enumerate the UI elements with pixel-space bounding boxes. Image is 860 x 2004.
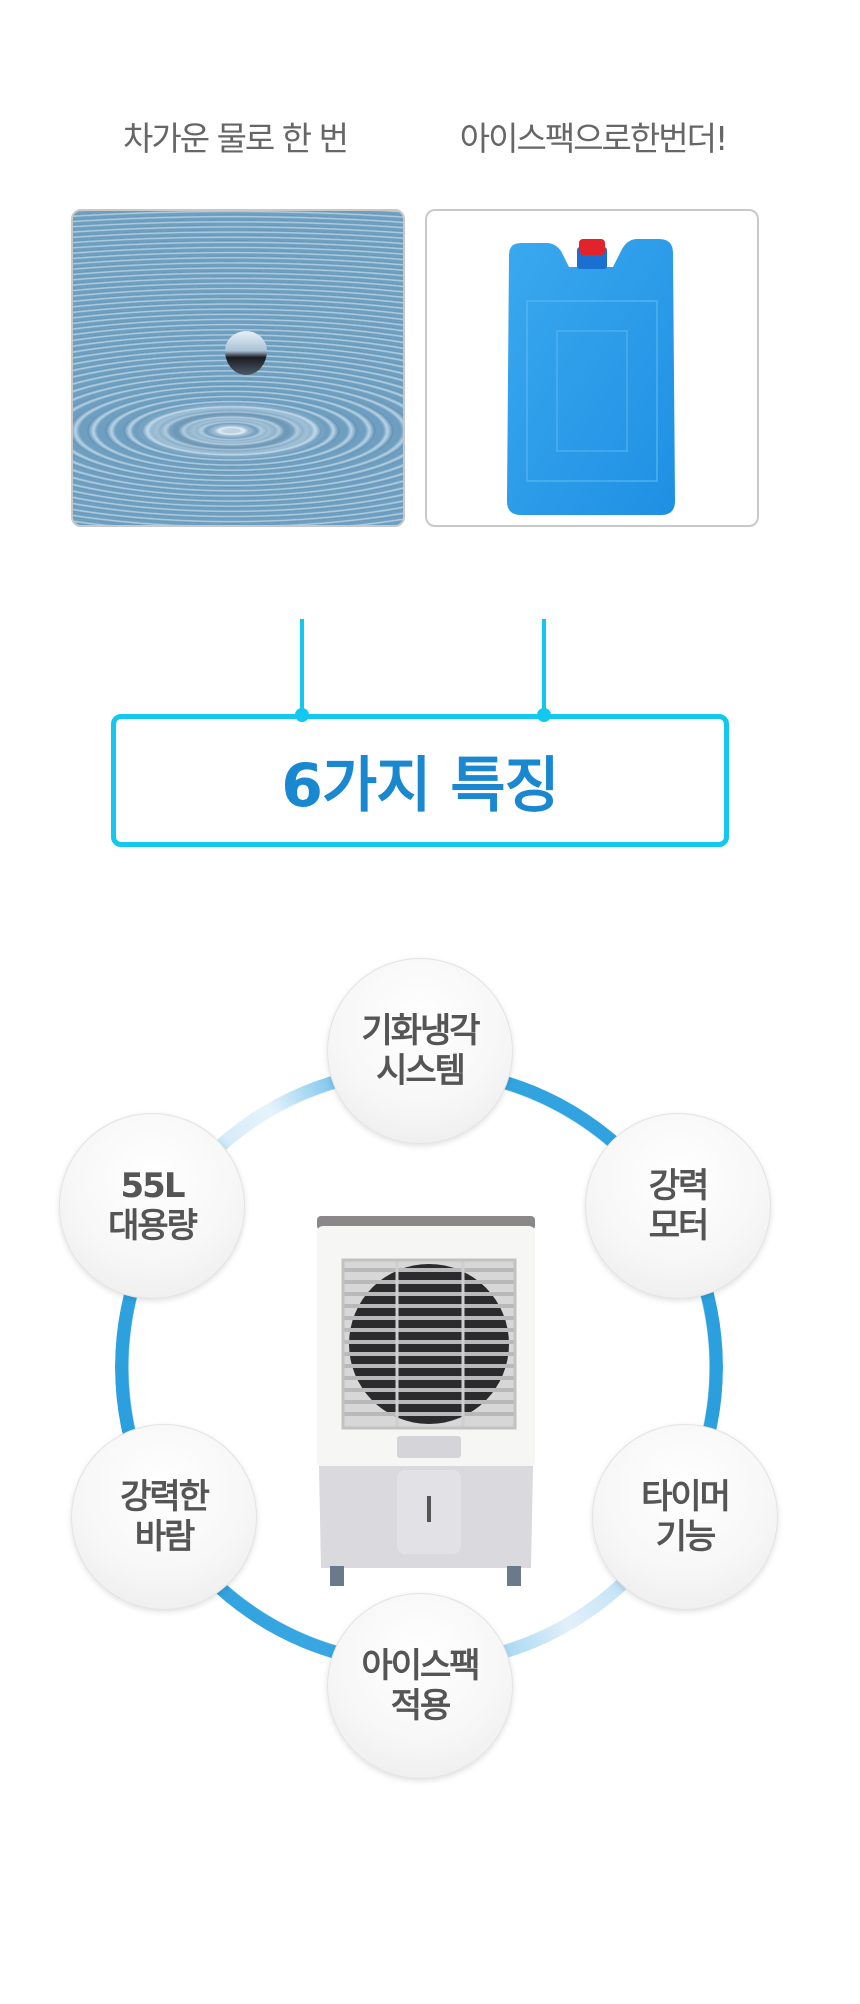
feature-strong-wind: 강력한 바람 bbox=[71, 1424, 257, 1610]
water-droplet bbox=[225, 331, 267, 375]
feature-label-line2: 대용량 bbox=[108, 1206, 198, 1246]
feature-55l-capacity: 55L 대용량 bbox=[59, 1113, 245, 1299]
feature-label-line2: 기능 bbox=[655, 1517, 717, 1557]
feature-powerful-motor: 강력 모터 bbox=[585, 1113, 771, 1299]
feature-label-line1: 55L bbox=[120, 1166, 186, 1206]
feature-ice-pack: 아이스팩 적용 bbox=[327, 1593, 513, 1779]
ice-pack-image bbox=[425, 209, 759, 527]
feature-label-line2: 적용 bbox=[390, 1686, 452, 1726]
connector-dot-right bbox=[537, 708, 551, 722]
ice-pack-icon bbox=[507, 239, 675, 515]
heading-cold-water: 차가운 물로 한 번 bbox=[123, 119, 349, 158]
title-box: 6가지 특징 bbox=[111, 714, 729, 847]
feature-label-line1: 아이스팩 bbox=[361, 1646, 480, 1686]
air-cooler-image bbox=[317, 1216, 535, 1586]
connector-line-left bbox=[300, 619, 304, 715]
feature-label-line2: 바람 bbox=[134, 1517, 196, 1557]
feature-timer: 타이머 기능 bbox=[592, 1424, 778, 1610]
connector-line-right bbox=[542, 619, 546, 715]
page-title: 6가지 특징 bbox=[281, 751, 559, 821]
feature-label-line1: 강력 bbox=[648, 1166, 710, 1206]
feature-label-line1: 기화냉각 bbox=[361, 1011, 480, 1051]
feature-label-line2: 모터 bbox=[648, 1206, 710, 1246]
connector-dot-left bbox=[295, 708, 309, 722]
heading-ice-pack: 아이스팩으로한번더! bbox=[459, 119, 728, 158]
water-drop-image bbox=[71, 209, 405, 527]
feature-label-line1: 타이머 bbox=[641, 1477, 731, 1517]
feature-label-line1: 강력한 bbox=[120, 1477, 210, 1517]
feature-label-line2: 시스템 bbox=[376, 1051, 466, 1091]
feature-evaporative-cooling: 기화냉각 시스템 bbox=[327, 958, 513, 1144]
